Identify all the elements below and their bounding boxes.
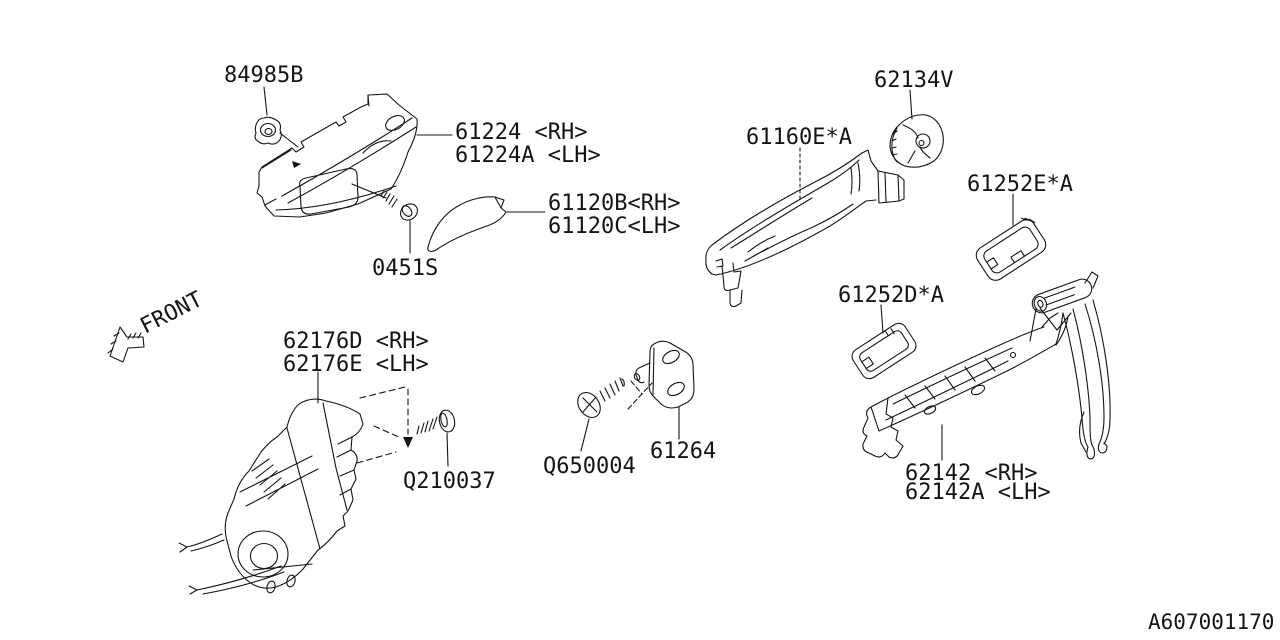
screw-0451s-drawing	[380, 190, 419, 254]
cover-marker-icon	[292, 161, 301, 168]
part-label-61264: 61264	[650, 439, 716, 464]
part-label-62176d-rh: 62176D <RH>	[283, 329, 429, 354]
part-label-84985b: 84985B	[224, 63, 303, 88]
patch-61120-drawing	[427, 196, 546, 252]
part-label-62142-rh: 62142 <RH>	[905, 461, 1037, 486]
part-label-62176e-lh: 62176E <LH>	[283, 352, 429, 377]
gasket-61252e-drawing	[975, 193, 1047, 281]
part-label-q210037: Q210037	[403, 469, 496, 494]
part-label-q650004: Q650004	[543, 454, 636, 479]
cover-61224-drawing	[256, 93, 453, 218]
outer-handle-61160e-drawing	[705, 147, 905, 308]
part-label-0451s: 0451S	[372, 256, 438, 281]
part-label-62142a-lh: 62142A <LH>	[905, 480, 1051, 505]
handle-base-62142-drawing	[862, 271, 1111, 461]
grommet-84985b-drawing	[254, 86, 299, 148]
latch-assembly-62176-drawing	[178, 371, 364, 595]
part-label-61224-lh: 61224A <LH>	[455, 143, 601, 168]
screw-q650004-drawing	[577, 377, 625, 452]
insert-arrowhead-icon	[403, 437, 413, 448]
striker-61264-drawing	[627, 340, 695, 440]
handle-cap-62134v-drawing	[889, 89, 944, 168]
labels-layer: 84985B 61224 <RH> 61224A <LH> 61120B<RH>…	[136, 63, 1274, 634]
part-label-61252e: 61252E*A	[967, 172, 1073, 197]
part-label-61252d: 61252D*A	[838, 283, 944, 308]
diagram-id: A607001170	[1148, 610, 1274, 634]
part-label-62134v: 62134V	[874, 68, 953, 93]
front-direction-label: FRONT	[136, 287, 206, 339]
gasket-61252d-drawing	[851, 304, 917, 380]
front-direction-arrow-icon	[107, 326, 145, 363]
part-label-61160e: 61160E*A	[746, 125, 852, 150]
part-label-61224-rh: 61224 <RH>	[455, 120, 587, 145]
screw-q210037-drawing	[356, 386, 456, 467]
part-label-61120b-rh: 61120B<RH>	[548, 191, 680, 216]
part-label-61120c-lh: 61120C<LH>	[548, 214, 680, 239]
